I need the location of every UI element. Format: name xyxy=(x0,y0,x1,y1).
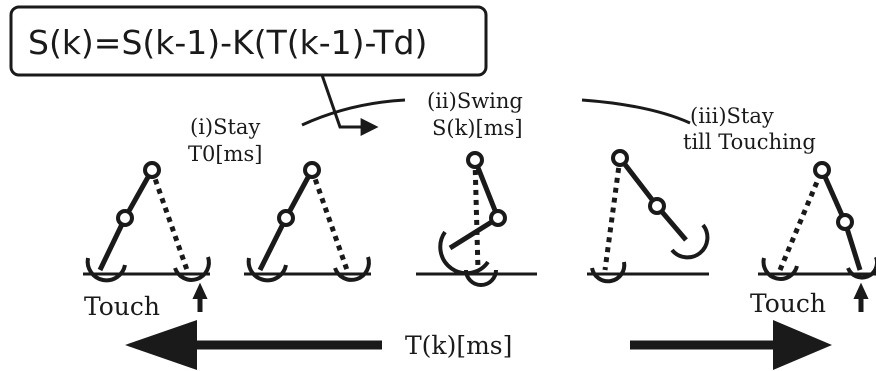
hip-joint xyxy=(143,161,161,179)
phase-stay-touch-condition: till Touching xyxy=(683,130,816,154)
dashed-leg xyxy=(602,157,623,271)
dashed-leg xyxy=(777,169,825,271)
formula-pointer-arrow xyxy=(320,74,379,136)
hip-joint xyxy=(813,161,831,179)
dashed-leg xyxy=(149,169,190,271)
leg-figure-5 xyxy=(758,161,876,312)
leg-segment xyxy=(122,168,155,220)
leg-segment xyxy=(283,168,315,220)
touch-label-right: Touch xyxy=(750,289,826,318)
touch-marker-icon xyxy=(853,282,869,299)
leg-segment xyxy=(257,216,289,272)
leg-figure-2 xyxy=(244,161,371,283)
leg-segment xyxy=(472,159,501,219)
dashed-leg xyxy=(472,159,481,271)
leg-figure-3 xyxy=(416,151,537,287)
touch-marker-icon xyxy=(192,282,208,299)
knee-joint xyxy=(648,197,666,215)
phase-swing-duration: S(k)[ms] xyxy=(432,116,523,140)
phase-stay-title: (i)Stay xyxy=(190,115,260,139)
knee-joint xyxy=(116,209,134,227)
hip-joint xyxy=(466,151,484,169)
formula-box: S(k)=S(k-1)-K(T(k-1)-Td) xyxy=(9,5,488,77)
dashed-leg xyxy=(309,169,350,271)
leg-segment xyxy=(448,215,500,251)
period-arrow-left xyxy=(125,320,382,370)
leg-figure-1 xyxy=(83,161,211,312)
swing-arc-left xyxy=(301,98,406,127)
leg-figure-4 xyxy=(587,149,710,284)
knee-joint xyxy=(489,209,507,227)
hip-joint xyxy=(303,161,321,179)
phase-label-stay-touch: (iii)Stay till Touching xyxy=(683,104,816,154)
phase-label-stay: (i)Stay T0[ms] xyxy=(188,115,262,166)
leg-segment xyxy=(819,168,848,224)
period-label: T(k)[ms] xyxy=(405,331,512,360)
knee-joint xyxy=(836,213,854,231)
stay-arc-right xyxy=(581,98,691,125)
period-arrow-right xyxy=(630,320,832,370)
touch-label-left: Touch xyxy=(84,292,160,321)
phase-label-swing: (ii)Swing S(k)[ms] xyxy=(427,89,523,140)
phase-swing-title: (ii)Swing xyxy=(427,89,523,113)
formula-text: S(k)=S(k-1)-K(T(k-1)-Td) xyxy=(28,23,427,62)
hip-joint xyxy=(611,149,629,167)
phase-stay-touch-title: (iii)Stay xyxy=(690,104,774,128)
leg-segment xyxy=(97,216,128,272)
leg-segment xyxy=(618,156,659,208)
knee-joint xyxy=(277,209,295,227)
phase-stay-duration: T0[ms] xyxy=(188,142,262,166)
